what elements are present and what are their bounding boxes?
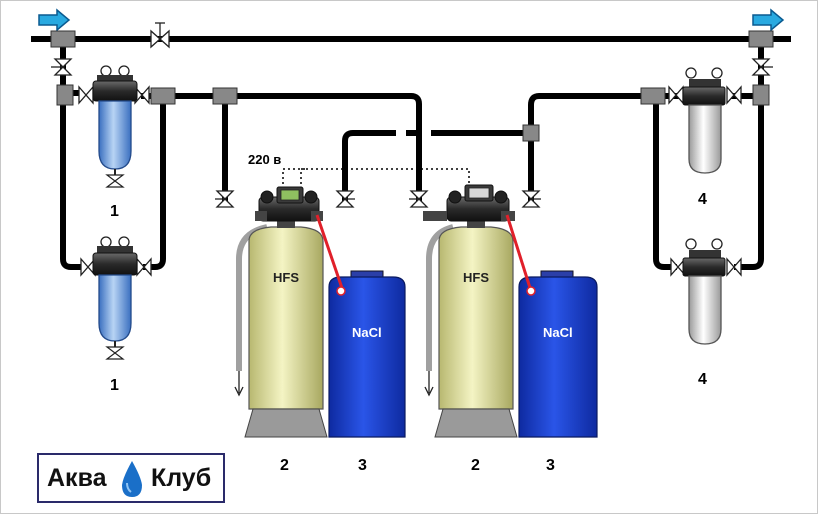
tee-softener-left [212,87,238,105]
bypass-valve-icon [150,22,170,49]
prefilter-bottom [92,236,138,360]
brine-left-label: NaCl [352,325,382,340]
drain-arrow-right-icon [424,386,434,397]
voltage-label: 220 в [248,152,281,167]
brine-line-right [505,214,533,292]
logo-word-2: Клуб [151,464,212,492]
outlet-arrow-icon [752,8,785,32]
power-wiring [282,168,470,189]
softener2-out-valve-icon [521,190,541,208]
inlet-valve-icon [51,58,73,76]
label-softener-left: 2 [280,457,289,474]
drain-arrow-icon [234,386,244,397]
label-brine-right: 3 [546,457,555,474]
brine-tank-left: NaCl [315,214,406,438]
softener1-out-valve-icon [335,190,355,208]
tee-left-main [50,30,76,48]
tee-softener-right [522,124,540,142]
brine-tank-right: NaCl [505,214,598,438]
softener-right-media-label: HFS [463,270,489,285]
tee-postfilter-right [752,84,770,106]
label-postfilter-top: 4 [698,191,707,208]
postfilter-bottom-out-valve-icon [726,257,742,277]
water-drop-icon [122,461,142,497]
power-wire-left [282,168,306,189]
postfilter-vertical-left [653,96,677,270]
brine-right-label: NaCl [543,325,573,340]
prefilter-top [92,65,138,188]
collector-line-right [528,93,681,133]
tee-prefilter-outlet [150,87,176,105]
label-postfilter-bottom: 4 [698,371,707,388]
power-wire-right [300,168,470,189]
prefilter-bottom-out-valve-icon [136,257,152,277]
label-prefilter-bottom: 1 [110,377,119,394]
tee-right-main [748,30,774,48]
label-prefilter-top: 1 [110,203,119,220]
postfilter-top-out-valve-icon [726,85,742,105]
logo: Аква Клуб [37,453,225,503]
logo-word-1: Аква [47,464,107,492]
postfilter-bottom [682,238,726,345]
softener1-in-valve-icon [215,190,235,208]
prefilter-bottom-return [143,101,166,270]
outlet-valve-icon [751,58,773,76]
left-vertical-line [60,101,83,270]
softener-left-media-label: HFS [273,270,299,285]
valves [51,22,773,277]
softener-right-feed [410,93,422,201]
label-brine-left: 3 [358,457,367,474]
prefilter-top-in-valve-icon [78,85,94,105]
pipework [31,36,791,270]
postfilter-top [682,67,726,174]
inlet-arrow-icon [38,8,71,32]
softener-right: HFS [423,184,518,438]
label-softener-right: 2 [471,457,480,474]
drain-line-right [426,224,454,371]
brine-line-left [315,214,345,292]
tee-left-prefilter [56,84,74,106]
softener2-in-valve-icon [409,190,429,208]
softener-left: HFS [234,186,328,438]
postfilter-top-in-valve-icon [668,85,684,105]
tee-postfilter-left [640,87,666,105]
postfilter-vertical-right [734,39,764,270]
softener-left-outlet [342,130,396,201]
pipe-fittings [50,30,774,142]
